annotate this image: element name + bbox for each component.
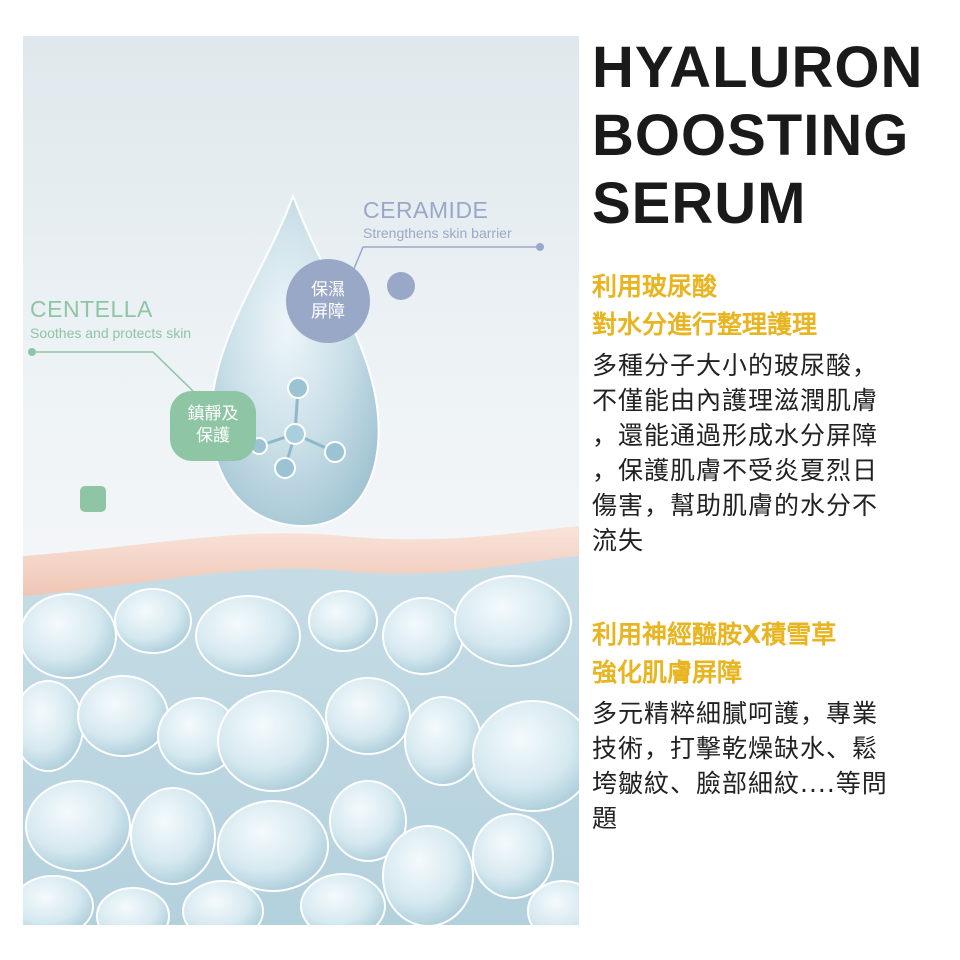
soothing-badge-text: 鎮靜及 保護 bbox=[187, 404, 239, 446]
soothing-badge-shape bbox=[170, 391, 256, 461]
section-1-body-line: ，還能通過形成水分屏障 bbox=[592, 421, 879, 450]
info-panel: HYALURON BOOSTING SERUM 利用玻尿酸 對水分進行整理護理 … bbox=[592, 34, 952, 836]
water-drop bbox=[209, 193, 380, 528]
section-1-body-line: 流失 bbox=[592, 526, 645, 555]
section-1-body-line: 不僅能由內護理滋潤肌膚 bbox=[592, 386, 879, 415]
headline-line-2: BOOSTING bbox=[592, 103, 910, 168]
section-hyaluronic: 利用玻尿酸 對水分進行整理護理 多種分子大小的玻尿酸， 不僅能由內護理滋潤肌膚 … bbox=[592, 268, 952, 558]
section-2-body-line: 多元精粹細膩呵護，專業 bbox=[592, 699, 879, 728]
section-2-title-line-1: 利用神經醯胺X積雪草 bbox=[592, 620, 837, 649]
centella-title: CENTELLA bbox=[30, 296, 153, 322]
headline-line-1: HYALURON bbox=[592, 35, 924, 100]
centella-subtitle: Soothes and protects skin bbox=[30, 325, 192, 341]
green-square-marker bbox=[80, 486, 106, 512]
section-2-title-line-2: 強化肌膚屏障 bbox=[592, 658, 743, 687]
moisture-badge-text: 保濕 屏障 bbox=[311, 280, 345, 322]
section-1-title-line-1: 利用玻尿酸 bbox=[592, 272, 718, 301]
section-1-title-line-2: 對水分進行整理護理 bbox=[592, 310, 818, 339]
section-2-body-line: 題 bbox=[592, 804, 619, 833]
section-2-body-line: 技術，打擊乾燥缺水、鬆 bbox=[592, 734, 879, 763]
cells bbox=[23, 575, 579, 925]
section-1-body-line: 多種分子大小的玻尿酸， bbox=[592, 351, 879, 380]
ceramide-title: CERAMIDE bbox=[363, 197, 489, 223]
skin-layer bbox=[23, 526, 579, 596]
product-illustration: CERAMIDE Strengthens skin barrier CENTEL… bbox=[23, 36, 579, 925]
section-2-body-line: 垮皺紋、臉部細紋....等問 bbox=[592, 769, 888, 798]
blue-dot-marker bbox=[387, 272, 415, 300]
illustration-graphic bbox=[23, 193, 579, 925]
centella-pointer-line bbox=[32, 351, 194, 392]
ceramide-pointer-line bbox=[352, 246, 540, 272]
product-headline: HYALURON BOOSTING SERUM bbox=[592, 34, 952, 238]
ceramide-subtitle: Strengthens skin barrier bbox=[363, 225, 512, 241]
headline-line-3: SERUM bbox=[592, 171, 807, 236]
section-1-body-line: 傷害，幫助肌膚的水分不 bbox=[592, 491, 879, 520]
molecule bbox=[250, 377, 346, 479]
section-ceramide-centella: 利用神經醯胺X積雪草 強化肌膚屏障 多元精粹細膩呵護，專業 技術，打擊乾燥缺水、… bbox=[592, 616, 952, 836]
section-1-body-line: ，保護肌膚不受炎夏烈日 bbox=[592, 456, 879, 485]
moisture-badge-circle bbox=[286, 259, 370, 343]
